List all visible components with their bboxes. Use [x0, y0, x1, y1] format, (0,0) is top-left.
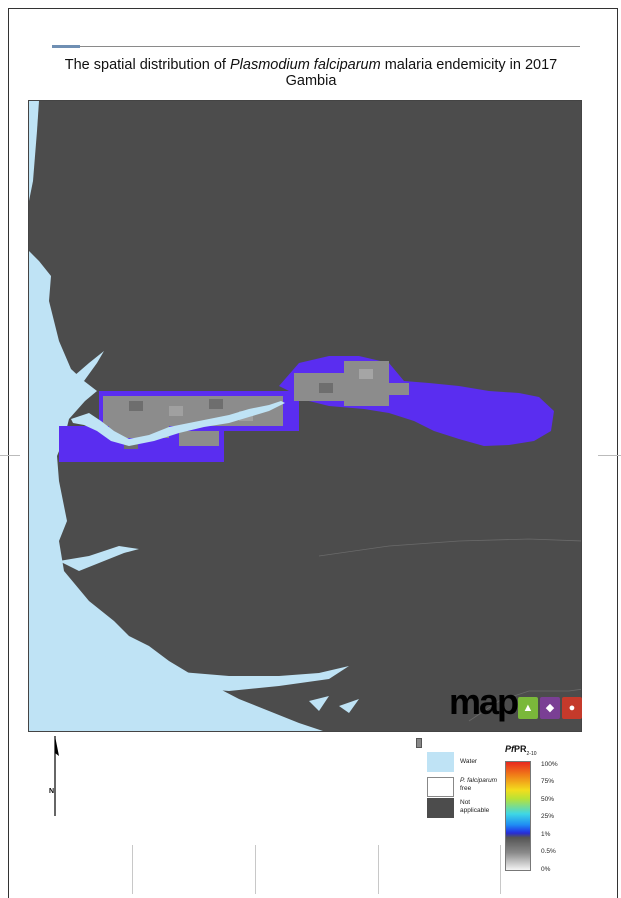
legend-na-label: Not applicable: [460, 799, 490, 814]
colorbar-tick: 1%: [541, 831, 551, 838]
colorbar-tick: 50%: [541, 796, 555, 803]
legend-na-swatch: [427, 798, 454, 818]
side-rule-left: [0, 455, 20, 456]
logo-asia-icon: ●: [562, 697, 582, 719]
gambia-region[interactable]: [59, 356, 554, 462]
legend-water-label: Water: [460, 758, 478, 765]
ocean-region: [29, 101, 39, 201]
colorbar: [505, 761, 531, 871]
title-suffix: malaria endemicity in 2017: [380, 57, 558, 73]
map-canvas: [29, 101, 581, 731]
casamance-river: [69, 646, 349, 691]
footer-divider: [132, 845, 133, 894]
colorbar-tick: 75%: [541, 778, 555, 785]
header-rule-accent: [52, 45, 80, 48]
header-rule: [52, 46, 580, 47]
side-rule-right: [598, 455, 621, 456]
legend-free-italic: P. falciparum: [460, 777, 498, 784]
ocean-coast: [29, 251, 323, 731]
colorbar-title-sub: 2-10: [526, 750, 537, 757]
title-prefix: The spatial distribution of: [64, 57, 230, 73]
footer-divider: [500, 845, 501, 894]
page-frame: [8, 8, 618, 898]
legend-water-swatch: [427, 752, 454, 772]
title-species: Plasmodium falciparum: [230, 57, 381, 73]
north-arrow-icon: [54, 736, 59, 816]
colorbar-title-main: PR: [514, 744, 527, 754]
title-country: Gambia: [285, 73, 337, 89]
colorbar-title-italic: Pf: [505, 744, 514, 754]
map-title: The spatial distribution of Plasmodium f…: [30, 57, 592, 89]
saloum-delta: [59, 546, 139, 571]
footer-divider: [378, 845, 379, 894]
map-panel[interactable]: [28, 100, 582, 732]
logo-africa-icon: ▲: [518, 697, 538, 719]
north-label: N: [49, 788, 55, 795]
legend-free-rest: free: [460, 784, 472, 792]
colorbar-tick: 100%: [541, 761, 558, 768]
map-logo-text: map: [449, 681, 519, 722]
colorbar-tick: 0%: [541, 866, 551, 873]
islands: [309, 696, 359, 713]
colorbar-tick: 25%: [541, 813, 555, 820]
scale-marker: [416, 738, 422, 748]
colorbar-title: PfPR2-10: [505, 744, 537, 757]
north-inlet: [74, 351, 104, 381]
logo-americas-icon: ◆: [540, 697, 560, 719]
border-line: [318, 538, 581, 557]
colorbar-tick: 0.5%: [541, 848, 556, 855]
footer-divider: [255, 845, 256, 894]
legend-free-swatch: [427, 777, 454, 797]
border-line-2: [468, 688, 581, 722]
